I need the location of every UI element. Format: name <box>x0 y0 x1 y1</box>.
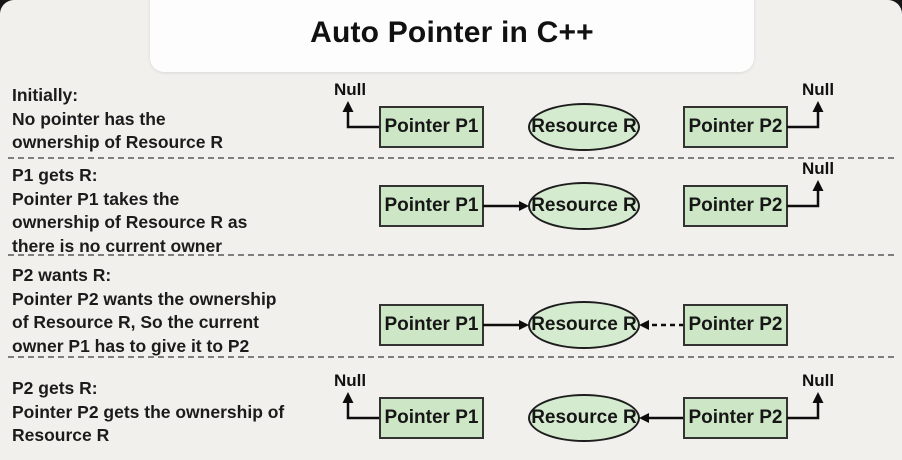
row3-pointer-p2-box: Pointer P2 <box>683 304 788 346</box>
row4-line: Pointer P2 gets the ownership of <box>12 401 285 422</box>
row-separator-3 <box>8 356 894 358</box>
row3-p1-to-resource-arrow-icon <box>483 320 529 330</box>
row2-line: there is no current owner <box>12 235 223 256</box>
row3-heading: P2 wants R: <box>12 265 112 285</box>
row1-p2-null-elbow-arrow-icon <box>787 101 824 129</box>
row1-p2-null-label: Null <box>801 80 835 99</box>
row3-line: Pointer P2 wants the ownership <box>12 288 277 309</box>
row3-pointer-p1-box: Pointer P1 <box>379 304 484 346</box>
row4-description: P2 gets R: Pointer P2 gets the ownership… <box>12 377 284 448</box>
row4-p2-null-label: Null <box>801 371 835 390</box>
row2-line: ownership of Resource R as <box>12 212 248 232</box>
row4-line: Resource R <box>12 425 110 445</box>
row2-p1-to-resource-arrow-icon <box>483 201 529 211</box>
row4-p1-null-label: Null <box>333 371 367 390</box>
row1-description: Initially: No pointer has the ownership … <box>12 84 223 155</box>
row-separator-2 <box>8 254 894 256</box>
row1-line: No pointer has the <box>12 108 166 129</box>
page-title: Auto Pointer in C++ <box>310 16 594 49</box>
row1-line: ownership of Resource R <box>12 132 224 152</box>
row2-pointer-p1-box: Pointer P1 <box>379 185 484 227</box>
row2-pointer-p2-box: Pointer P2 <box>683 185 788 227</box>
row1-heading: Initially: <box>12 85 79 105</box>
row3-line: of Resource R, So the current <box>12 312 259 332</box>
row1-pointer-p1-box: Pointer P1 <box>379 106 484 148</box>
row4-pointer-p1-box: Pointer P1 <box>379 397 484 439</box>
row2-heading: P1 gets R: <box>12 165 98 185</box>
row3-line: owner P1 has to give it to P2 <box>12 335 250 356</box>
row4-p2-null-elbow-arrow-icon <box>787 392 824 420</box>
row4-pointer-p2-box: Pointer P2 <box>683 397 788 439</box>
row2-description: P1 gets R: Pointer P1 takes the ownershi… <box>12 164 247 258</box>
row3-resource-r-ellipse: Resource R <box>528 301 640 349</box>
row4-p2-to-resource-arrow-icon <box>639 413 684 423</box>
row1-p1-null-elbow-arrow-icon <box>342 101 379 129</box>
row2-p2-null-label: Null <box>801 159 835 178</box>
title-card: Auto Pointer in C++ <box>150 0 754 72</box>
row3-p2-to-resource-dashed-arrow-icon <box>639 320 684 330</box>
row2-p2-null-elbow-arrow-icon <box>787 180 824 208</box>
row4-heading: P2 gets R: <box>12 378 98 398</box>
row-separator-1 <box>8 157 894 159</box>
row2-resource-r-ellipse: Resource R <box>528 182 640 230</box>
row4-resource-r-ellipse: Resource R <box>528 394 640 442</box>
row3-description: P2 wants R: Pointer P2 wants the ownersh… <box>12 264 277 358</box>
row1-resource-r-ellipse: Resource R <box>528 103 640 151</box>
row2-line: Pointer P1 takes the <box>12 188 180 209</box>
row4-p1-null-elbow-arrow-icon <box>342 392 379 420</box>
row1-pointer-p2-box: Pointer P2 <box>683 106 788 148</box>
row1-p1-null-label: Null <box>333 80 367 99</box>
